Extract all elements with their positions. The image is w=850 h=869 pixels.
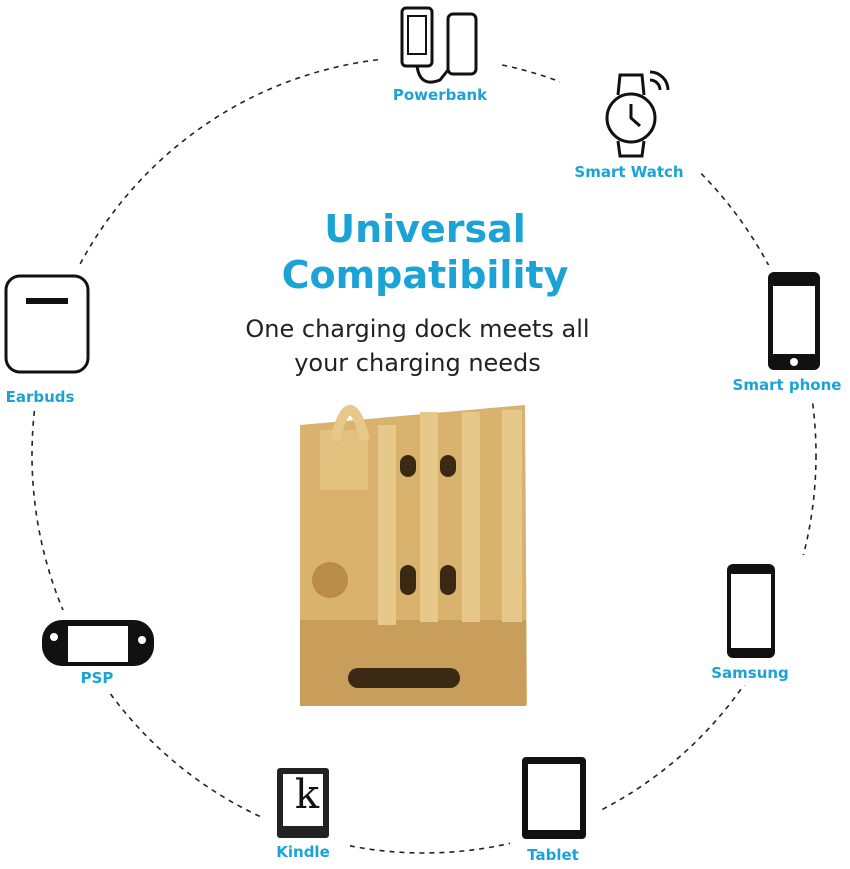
- subheading-line-1: One charging dock meets all: [245, 315, 590, 343]
- subheading-line-2: your charging needs: [294, 349, 541, 377]
- label-powerbank: Powerbank: [392, 86, 488, 104]
- label-samsung: Samsung: [711, 664, 789, 682]
- tablet-icon: [522, 757, 586, 839]
- label-earbuds: Earbuds: [5, 388, 75, 406]
- heading-line-1: Universal: [324, 207, 526, 251]
- samsung-phone-icon: [727, 564, 775, 658]
- phone-powerbank-icon: [400, 6, 478, 84]
- label-smart-phone: Smart phone: [732, 376, 842, 394]
- heading-line-2: Compatibility: [281, 253, 569, 297]
- bamboo-dock-image: [300, 405, 527, 706]
- label-smart-watch: Smart Watch: [574, 163, 684, 181]
- label-kindle: Kindle: [276, 843, 330, 861]
- earbuds-case-icon: [4, 274, 90, 374]
- subheading: One charging dock meets all your charging…: [0, 312, 835, 380]
- psp-icon: [42, 620, 154, 666]
- label-tablet: Tablet: [527, 846, 579, 864]
- kindle-glyph: k: [294, 772, 320, 818]
- smartphone-icon: [768, 272, 820, 370]
- label-psp: PSP: [80, 669, 114, 687]
- kindle-icon: [277, 768, 329, 838]
- smartwatch-icon: [605, 70, 670, 158]
